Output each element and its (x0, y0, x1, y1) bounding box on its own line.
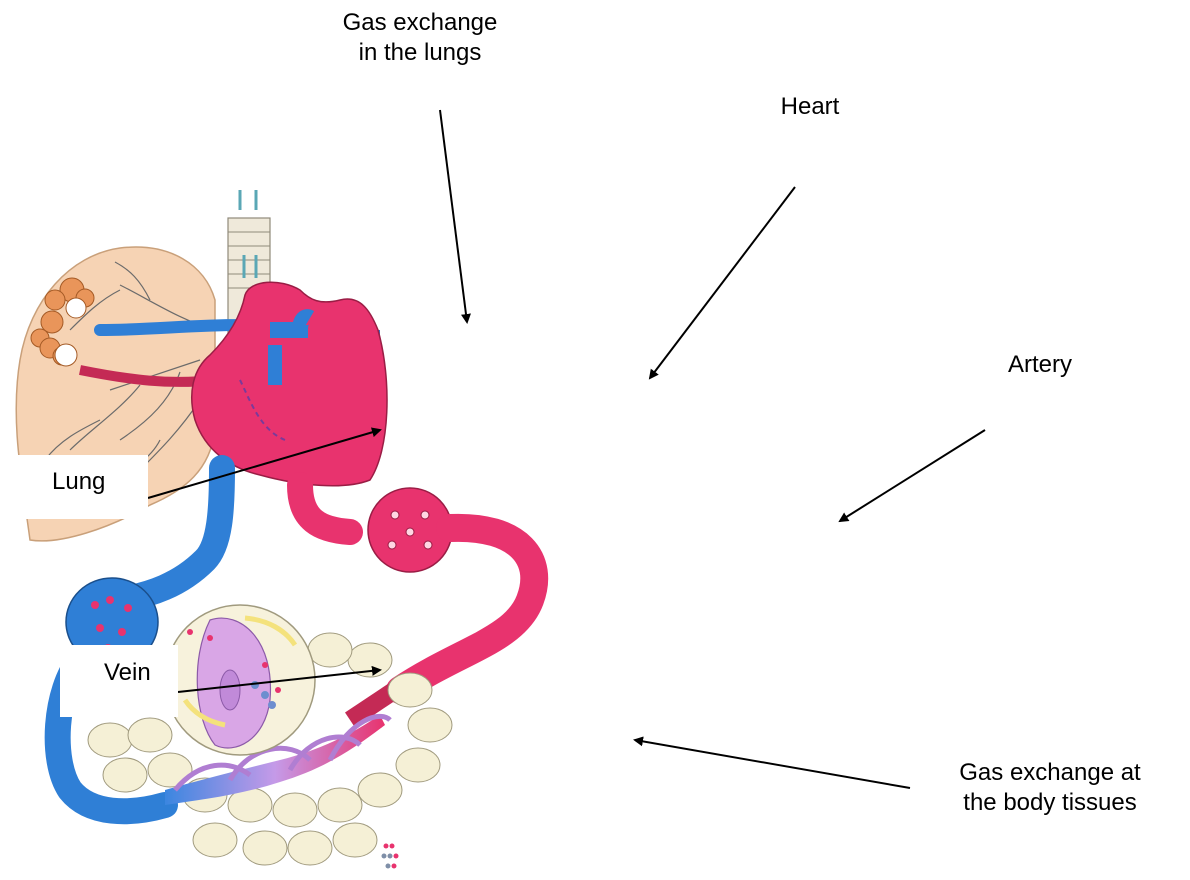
label-lung: Lung (0, 455, 148, 519)
label-gas-lungs-line1: Gas exchange (300, 8, 540, 38)
aorta (300, 485, 350, 532)
label-gas-exchange-lungs: Gas exchange in the lungs (300, 8, 540, 68)
label-gas-lungs-line2: in the lungs (300, 38, 540, 68)
arrow-gas-tissues (635, 740, 910, 788)
arrow-heart (650, 187, 795, 378)
label-gas-exchange-tissues: Gas exchange at the body tissues (920, 758, 1180, 818)
label-gas-tissues-line2: the body tissues (920, 788, 1180, 818)
arrow-gas-lungs (440, 110, 467, 322)
label-vein: Vein (60, 645, 178, 717)
label-heart: Heart (760, 92, 860, 122)
label-artery: Artery (990, 350, 1090, 380)
arrow-artery (840, 430, 985, 521)
label-gas-tissues-line1: Gas exchange at (920, 758, 1180, 788)
legend-dots (382, 844, 399, 869)
